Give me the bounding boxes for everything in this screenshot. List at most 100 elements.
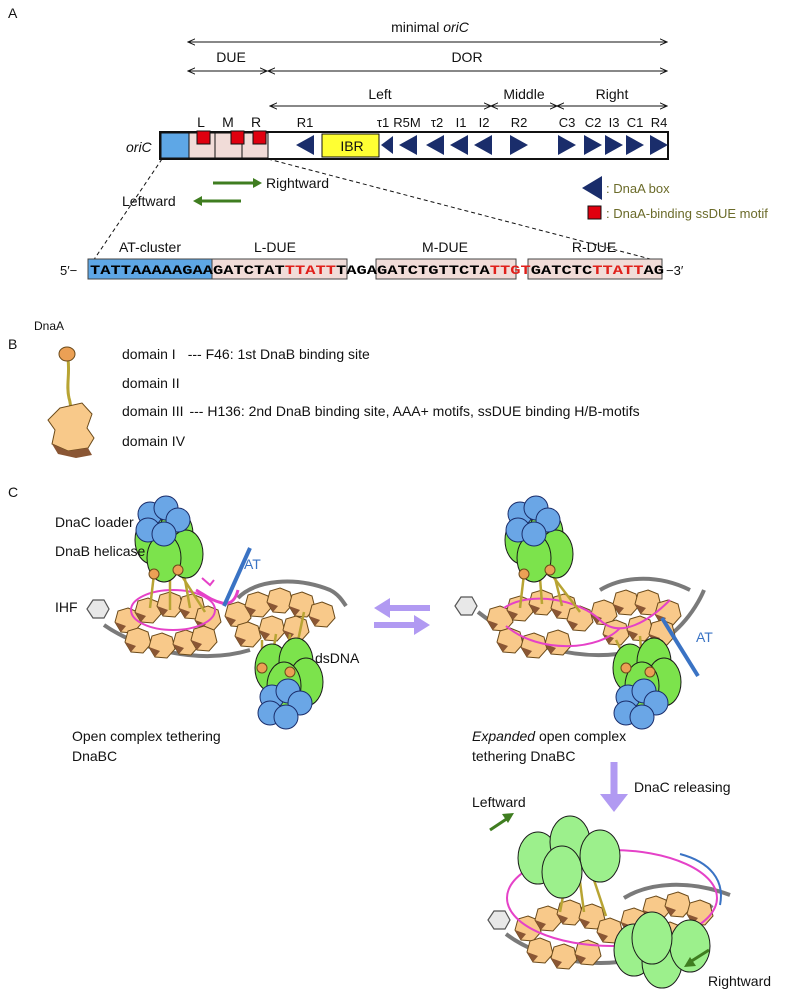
seq-part: TTATT bbox=[592, 264, 644, 278]
at-cluster-box bbox=[160, 132, 190, 159]
dnaa-domains-right-1 bbox=[486, 589, 594, 659]
at-strand bbox=[679, 853, 722, 906]
rightward-label: Rightward bbox=[266, 175, 329, 191]
seg-label-l-due: L-DUE bbox=[254, 239, 296, 255]
box-label: I3 bbox=[609, 115, 620, 130]
released-complex bbox=[487, 815, 731, 989]
domain-iv-icon bbox=[52, 444, 92, 458]
ibr-label: IBR bbox=[340, 138, 363, 154]
box-label: I2 bbox=[479, 115, 490, 130]
dnac-releasing-arrowhead bbox=[600, 794, 628, 812]
rightward-arrow-bottom bbox=[689, 948, 710, 964]
rightward-arrowhead-bottom bbox=[684, 957, 696, 967]
box-label: R4 bbox=[651, 115, 668, 130]
box-label: C1 bbox=[627, 115, 644, 130]
leftward-label: Leftward bbox=[122, 193, 176, 209]
domain-i-label: domain I--- F46: 1st DnaB binding site bbox=[122, 346, 370, 362]
seq-part: TTATT bbox=[285, 264, 337, 278]
rightward-label-bottom: Rightward bbox=[708, 973, 771, 989]
ihf-icon bbox=[454, 596, 478, 616]
seg-label-r-due: R-DUE bbox=[572, 239, 616, 255]
left-label: Left bbox=[368, 86, 391, 102]
at-strand bbox=[660, 616, 700, 678]
panel-label-c: C bbox=[8, 484, 18, 500]
domain-i-icon bbox=[58, 346, 76, 362]
dsdna-strand bbox=[622, 882, 731, 900]
ssdue-motif-r bbox=[252, 130, 267, 145]
dnaa-box-r4 bbox=[650, 135, 668, 155]
ssdna-loop bbox=[505, 625, 621, 648]
seq-prefix: 5′− bbox=[60, 263, 77, 278]
box-label: R1 bbox=[297, 115, 314, 130]
panel-label-a: A bbox=[8, 5, 18, 21]
ssdna-loop bbox=[130, 589, 216, 631]
domain-iv-label: domain IV bbox=[122, 433, 186, 449]
seq-box-m-due bbox=[375, 258, 517, 280]
seq-box-l-due bbox=[211, 258, 348, 280]
ssdna-strand bbox=[195, 588, 240, 605]
dnaa-domains-right-2 bbox=[590, 589, 682, 646]
dsdna-strand bbox=[236, 579, 348, 608]
dnaa-box-c3 bbox=[558, 135, 576, 155]
ihf-icon bbox=[487, 910, 511, 930]
seq-part: AG bbox=[643, 264, 664, 278]
leftward-label-bottom: Leftward bbox=[472, 794, 526, 810]
dnaa-box-c1 bbox=[626, 135, 644, 155]
seq-suffix: −3′ bbox=[666, 263, 684, 278]
legend-ssdue-text: : DnaA-binding ssDUE motif bbox=[606, 206, 768, 221]
expanded-open-complex: AT bbox=[454, 495, 713, 730]
dnaa-box-tau1 bbox=[381, 136, 393, 154]
dnab-helicase-bottom bbox=[613, 911, 711, 989]
dnab-helicase-top bbox=[517, 815, 621, 899]
due-label: DUE bbox=[216, 49, 246, 65]
expanded-label-1: Expanded open complex bbox=[472, 728, 626, 744]
ssdna-loop bbox=[503, 597, 671, 630]
box-label: I1 bbox=[456, 115, 467, 130]
leftward-arrowhead bbox=[193, 196, 202, 206]
panel-label-b: B bbox=[8, 336, 17, 352]
domain-iii-label: domain III--- H136: 2nd DnaB binding sit… bbox=[122, 403, 640, 419]
dnaa-box-i2 bbox=[474, 135, 492, 155]
seq-part: TATTAAAAAGAA bbox=[90, 264, 214, 278]
dnaa-box-r5m bbox=[399, 135, 417, 155]
dnac-loader-label: DnaC loader bbox=[55, 514, 134, 530]
leftward-arrowhead-bottom bbox=[502, 813, 514, 823]
dnaa-box-i1 bbox=[450, 135, 468, 155]
seq-box-r-due bbox=[527, 258, 663, 280]
due-m-label: M bbox=[222, 114, 234, 130]
box-label: τ1 bbox=[377, 115, 389, 130]
seq-part: GATCTC bbox=[531, 264, 593, 278]
minimal-oric-label: minimal oriC bbox=[391, 19, 470, 35]
ihf-icon bbox=[86, 599, 110, 619]
ssdue-motif-m bbox=[230, 130, 245, 145]
legend-dnaa-box-text: : DnaA box bbox=[606, 181, 670, 196]
domain-ii-label: domain II bbox=[122, 375, 180, 391]
dnaa-domains-bottom-1 bbox=[514, 899, 624, 970]
dnaa-box-r1 bbox=[296, 135, 314, 155]
oric-label: oriC bbox=[126, 139, 153, 155]
ssdna-tick bbox=[201, 577, 215, 587]
dsdna-label: dsDNA bbox=[315, 650, 360, 666]
box-label: τ2 bbox=[431, 115, 443, 130]
dnab-helicase-label: DnaB helicase bbox=[55, 543, 145, 559]
rightward-arrowhead bbox=[253, 178, 262, 188]
dsdna-strand bbox=[598, 576, 691, 592]
dnaa-title: DnaA bbox=[34, 319, 64, 333]
seq-part: GATCTAT bbox=[213, 264, 285, 278]
dnaa-box-tau2 bbox=[426, 135, 444, 155]
seq-part: GATCTGTTCTA bbox=[377, 264, 490, 278]
legend-dnaa-box-icon bbox=[582, 176, 602, 200]
seq-part: TTGT bbox=[490, 264, 532, 278]
dor-label: DOR bbox=[451, 49, 482, 65]
at-label-right: AT bbox=[696, 629, 713, 645]
box-label: C3 bbox=[559, 115, 576, 130]
dnac-releasing-label: DnaC releasing bbox=[634, 779, 731, 795]
equilibrium-arrows bbox=[374, 598, 430, 635]
open-complex-label-2: DnaBC bbox=[72, 748, 117, 764]
legend-ssdue-icon bbox=[587, 205, 602, 220]
seg-label-m-due: M-DUE bbox=[422, 239, 468, 255]
dnaa-box-i3 bbox=[605, 135, 623, 155]
box-label: C2 bbox=[585, 115, 602, 130]
